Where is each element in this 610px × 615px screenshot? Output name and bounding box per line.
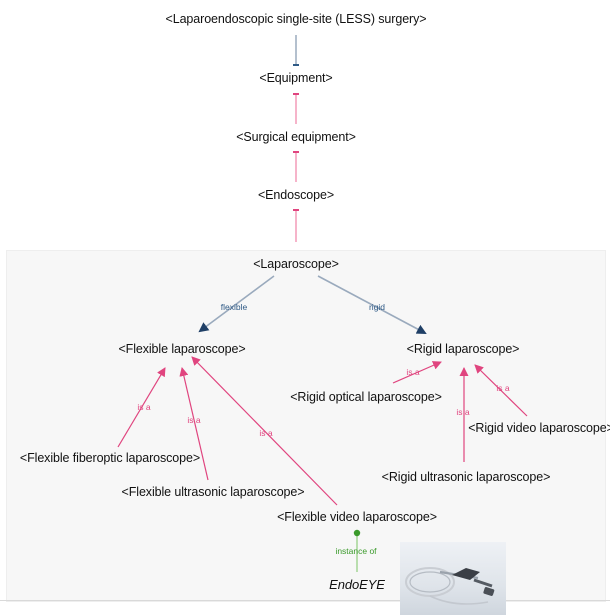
edge-end-tick-laparoscope — [293, 209, 299, 211]
endoeye-product-image — [400, 542, 506, 615]
node-flexible-ultrasonic-laparoscope: <Flexible ultrasonic laparoscope> — [121, 485, 305, 499]
edge-label-is-a-rigidvideo: is a — [496, 383, 510, 393]
edge-end-tick-endoscope — [293, 151, 299, 153]
node-rigid-optical-laparoscope: <Rigid optical laparoscope> — [290, 390, 442, 404]
edge-rigidvideo-rigid — [474, 364, 528, 417]
edge-label-flexible: flexible — [220, 302, 248, 312]
edge-laparoscope-rigid — [317, 275, 427, 334]
node-rigid-laparoscope: <Rigid laparoscope> — [406, 342, 520, 356]
edge-label-is-a-rigidultrasonic: is a — [456, 407, 470, 417]
diagram-lower-panel — [6, 250, 606, 602]
edge-flexultrasonic-flexible — [179, 367, 209, 481]
edge-label-is-a-flexultrasonic: is a — [187, 415, 201, 425]
edge-end-tick-equipment — [293, 64, 299, 66]
node-equipment: <Equipment> — [259, 71, 333, 85]
node-endoscope: <Endoscope> — [257, 188, 335, 202]
node-endoeye-instance: EndoEYE — [329, 577, 385, 592]
node-flexible-fiberoptic-laparoscope: <Flexible fiberoptic laparoscope> — [19, 451, 201, 465]
bottom-divider — [0, 600, 610, 601]
endoscope-illustration-icon — [405, 567, 495, 605]
edge-laparoscope-flexible — [198, 275, 275, 333]
edge-label-is-a-fiberoptic: is a — [137, 402, 151, 412]
edge-flexvideo-flexible — [191, 356, 338, 506]
edge-label-rigid: rigid — [368, 302, 386, 312]
edge-label-is-a-flexvideo: is a — [259, 428, 273, 438]
node-less-surgery: <Laparoendoscopic single-site (LESS) sur… — [165, 12, 427, 26]
edge-fiberoptic-flexible — [117, 367, 166, 448]
node-flexible-video-laparoscope: <Flexible video laparoscope> — [277, 510, 437, 524]
node-rigid-ultrasonic-laparoscope: <Rigid ultrasonic laparoscope> — [381, 470, 551, 484]
node-surgical-equipment: <Surgical equipment> — [236, 130, 356, 144]
edge-label-is-a-rigidoptical: is a — [406, 367, 420, 377]
node-laparoscope: <Laparoscope> — [253, 257, 339, 271]
node-flexible-laparoscope: <Flexible laparoscope> — [118, 342, 246, 356]
edge-label-instance-of: instance of — [335, 546, 377, 556]
edge-end-tick-surgical — [293, 93, 299, 95]
edge-rigidoptical-rigid — [392, 361, 442, 384]
node-rigid-video-laparoscope: <Rigid video laparoscope> — [468, 421, 610, 435]
